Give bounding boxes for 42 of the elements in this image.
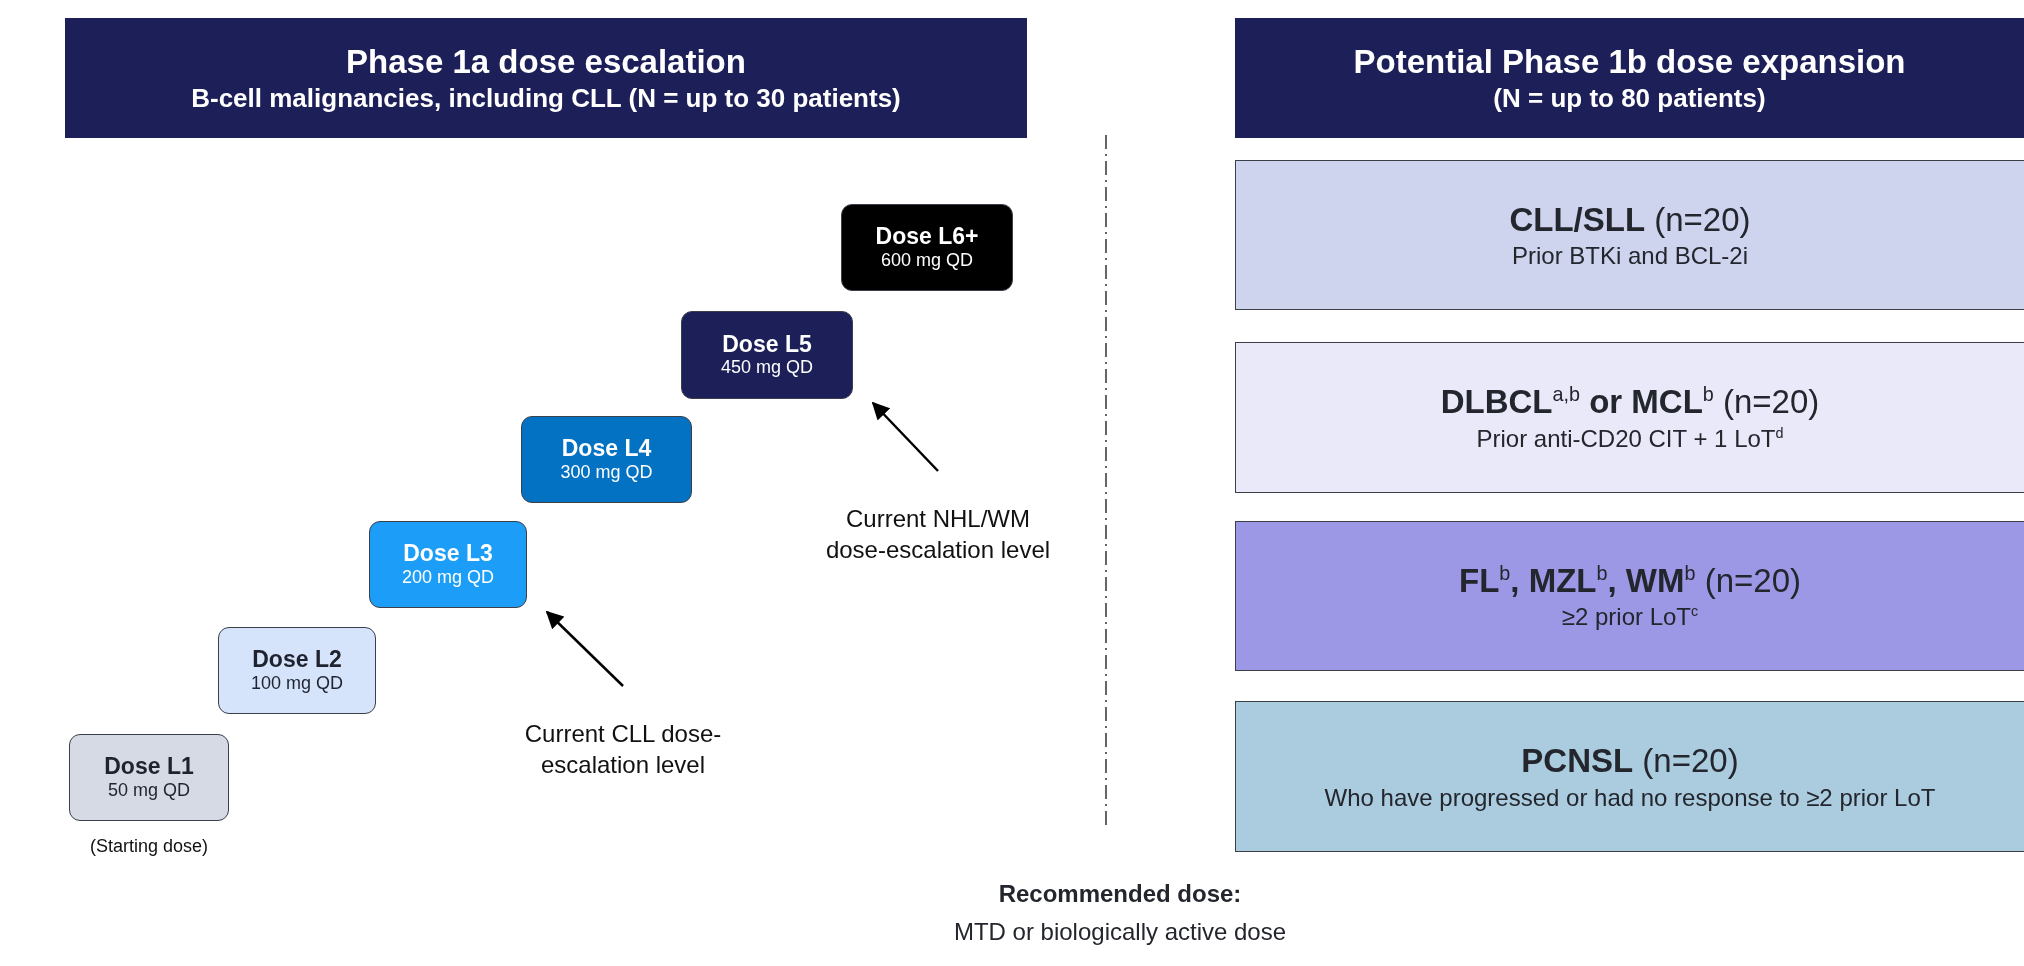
cohort-box [1235, 160, 2024, 310]
header-subtitle: B-cell malignancies, including CLL (N = up to 30 patients) [191, 81, 901, 115]
arrow [871, 401, 939, 472]
dose-level-box [218, 627, 376, 714]
arrow [545, 610, 624, 687]
cohort-title: DLBCL$^{a,b}$ or MCL$^{b}$ (n=20) [1440, 382, 1820, 423]
annotation-label: Current NHL/WM dose-escalation level [824, 504, 1052, 566]
annotation-label: Current CLL dose-escalation level [523, 719, 723, 781]
recommendation-text: MTD or biologically active dose [952, 918, 1288, 946]
dose-amount: 300 mg QD [560, 461, 653, 484]
dose-level-box [681, 311, 853, 399]
dose-level-title: Dose L6+ [875, 223, 979, 250]
cohort-box [1235, 701, 2024, 852]
section-header [65, 18, 1027, 138]
cohort-title: CLL/SLL (n=20) [1509, 199, 1751, 240]
dose-amount: 450 mg QD [720, 357, 813, 379]
cohort-criteria: Prior anti-CD20 CIT + 1 LoT$^{d}$ [1476, 423, 1784, 454]
cohort-criteria: ≥2 prior LoT$^{c}$ [1561, 602, 1699, 633]
dose-amount: 600 mg QD [880, 249, 973, 272]
dose-level-title: Dose L5 [722, 331, 812, 358]
dose-level-title: Dose L1 [104, 753, 194, 780]
dose-level-title: Dose L2 [252, 646, 342, 673]
dose-level-box [521, 416, 692, 503]
dose-level-title: Dose L3 [403, 540, 493, 567]
cohort-title: FL$^{b}$, MZL$^{b}$, WM$^{b}$ (n=20) [1459, 560, 1801, 601]
dose-caption: (Starting dose) [88, 836, 210, 857]
header-title: Phase 1a dose escalation [346, 41, 746, 82]
header-subtitle: (N = up to 80 patients) [1493, 81, 1766, 115]
dose-amount: 200 mg QD [401, 566, 494, 589]
dose-level-box [841, 204, 1013, 291]
dose-level-box [369, 521, 527, 608]
cohort-criteria: Prior BTKi and BCL-2i [1511, 241, 1749, 272]
dose-level-title: Dose L4 [561, 435, 652, 462]
cohort-criteria: Who have progressed or had no response to ≥2 prior LoT [1324, 782, 1936, 813]
cohort-title: PCNSL (n=20) [1521, 741, 1739, 782]
header-title: Potential Phase 1b dose expansion [1353, 41, 1906, 82]
recommendation-heading: Recommended dose: [997, 880, 1243, 908]
cohort-box [1235, 342, 2024, 493]
dose-amount: 100 mg QD [250, 672, 343, 695]
cohort-box [1235, 521, 2024, 671]
dose-amount: 50 mg QD [108, 779, 190, 802]
section-header [1235, 18, 2024, 138]
